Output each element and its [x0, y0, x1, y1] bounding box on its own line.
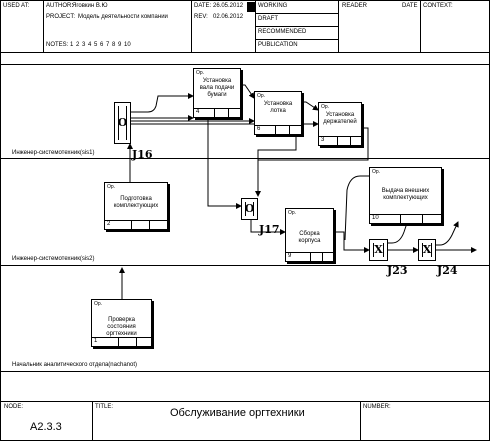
arrow-j23-branch	[386, 219, 409, 244]
box-op-label: Ор.	[372, 169, 381, 175]
notes-label: NOTES:	[46, 42, 69, 48]
arrow-box10-branch	[344, 175, 369, 241]
used-at-label: USED AT:	[3, 3, 30, 9]
activity-box-6[interactable]: Ор. Установка лотка 6	[254, 91, 302, 135]
lane-divider-2	[0, 265, 490, 266]
rev-value: 02.06.2012	[213, 14, 244, 20]
junction-j24[interactable]: X	[418, 239, 436, 261]
box-title: Подготовка комплектующих	[113, 196, 159, 209]
recommended-label: RECOMMENDED	[258, 29, 307, 35]
box-number: 2	[107, 221, 111, 227]
junction-label-j24: J24	[437, 264, 458, 277]
reader-date-label: DATE	[402, 3, 418, 9]
activity-box-4[interactable]: Ор. Установка вала подачи бумаги 4	[193, 68, 241, 118]
lane-label-nachanot: Начальник аналитического отдела(nachanot…	[12, 362, 137, 368]
author-value: Яговкин В.Ю	[72, 3, 108, 9]
junction-symbol: O	[117, 116, 128, 129]
date-label: DATE:	[194, 3, 212, 9]
diagram-title: Обслуживание оргтехники	[170, 407, 305, 419]
publication-label: PUBLICATION	[258, 42, 298, 48]
junction-symbol: X	[374, 243, 383, 256]
lane-label-sis2: Инженер-системотехник(sis2)	[12, 256, 95, 262]
box-title: Выдача внешних комплектующих	[381, 188, 430, 201]
working-status-marker	[247, 2, 255, 12]
box-number: 4	[196, 109, 200, 115]
box-title: Установка держателей	[323, 112, 357, 125]
rev-label: REV:	[194, 14, 208, 20]
lane-bottom-divider	[0, 371, 490, 372]
junction-symbol: O	[244, 202, 255, 215]
arrow-box6-to-j17	[257, 135, 297, 160]
draft-label: DRAFT	[258, 16, 278, 22]
box-op-label: Ор.	[94, 301, 103, 307]
box-op-label: Ор.	[257, 93, 266, 99]
node-value: A2.3.3	[30, 421, 62, 433]
junction-label-j17: J17	[259, 223, 280, 236]
box-op-label: Ор.	[196, 70, 205, 76]
project-label: PROJECT:	[46, 14, 76, 20]
box-op-label: Ор.	[107, 184, 116, 190]
junction-symbol: X	[422, 243, 432, 256]
activity-box-1[interactable]: Ор. Проверка состояния оргтехники 1	[91, 299, 152, 347]
author-label: AUTHOR:	[46, 3, 73, 9]
activity-box-9[interactable]: Ор. Сборка корпуса 9	[285, 208, 334, 262]
notes-value: 1 2 3 4 5 6 7 8 9 10	[70, 42, 131, 48]
lane-divider-1	[0, 158, 490, 159]
lane-label-sis1: Инженер-системотехник(sis1)	[12, 150, 95, 156]
box-title: Установка лотка	[263, 101, 293, 114]
junction-j23[interactable]: X	[369, 239, 388, 261]
node-label: NODE:	[4, 404, 24, 410]
box-title: Сборка корпуса	[298, 231, 321, 244]
box-title: Установка вала подачи бумаги	[199, 78, 235, 98]
box-number: 1	[94, 338, 98, 344]
junction-j16[interactable]: O	[114, 102, 131, 144]
arrow-box6-to-box3	[302, 101, 319, 111]
box-number: 6	[257, 126, 261, 132]
number-label: NUMBER:	[363, 404, 391, 410]
box-op-label: Ор.	[288, 210, 297, 216]
junction-j17[interactable]: O	[241, 198, 258, 220]
arrow-box4-to-box6	[241, 84, 255, 99]
box-number: 9	[288, 253, 292, 259]
reader-label: READER	[342, 3, 368, 9]
box-op-label: Ор.	[321, 104, 330, 110]
activity-box-2[interactable]: Ор. Подготовка комплектующих 2	[104, 182, 168, 230]
lane-top-divider	[0, 64, 490, 65]
arrow-box4-to-j17	[207, 118, 242, 209]
arrow-j17-to-box9	[250, 220, 286, 235]
box-number: 3	[321, 137, 325, 143]
junction-label-j16: J16	[132, 148, 153, 161]
activity-box-3[interactable]: Ор. Установка держателей 3	[318, 102, 362, 146]
box-number: 10	[372, 215, 379, 221]
arrow-j16-to-box4	[131, 93, 194, 113]
context-label: CONTEXT:	[423, 3, 453, 9]
junction-label-j23: J23	[387, 264, 408, 277]
working-label: WORKING	[258, 3, 288, 9]
box-title: Проверка состояния оргтехники	[106, 317, 137, 337]
arrow-box9-to-j23	[334, 231, 370, 253]
arrow-box3-to-j17	[255, 127, 369, 197]
title-label: TITLE:	[95, 404, 114, 410]
arrow-j24-to-box10	[436, 221, 459, 246]
activity-box-10[interactable]: Ор. Выдача внешних комплектующих 10	[369, 167, 442, 224]
date-value: 26.05.2012	[213, 3, 244, 9]
project-value: Модель деятельности компании	[78, 14, 168, 20]
